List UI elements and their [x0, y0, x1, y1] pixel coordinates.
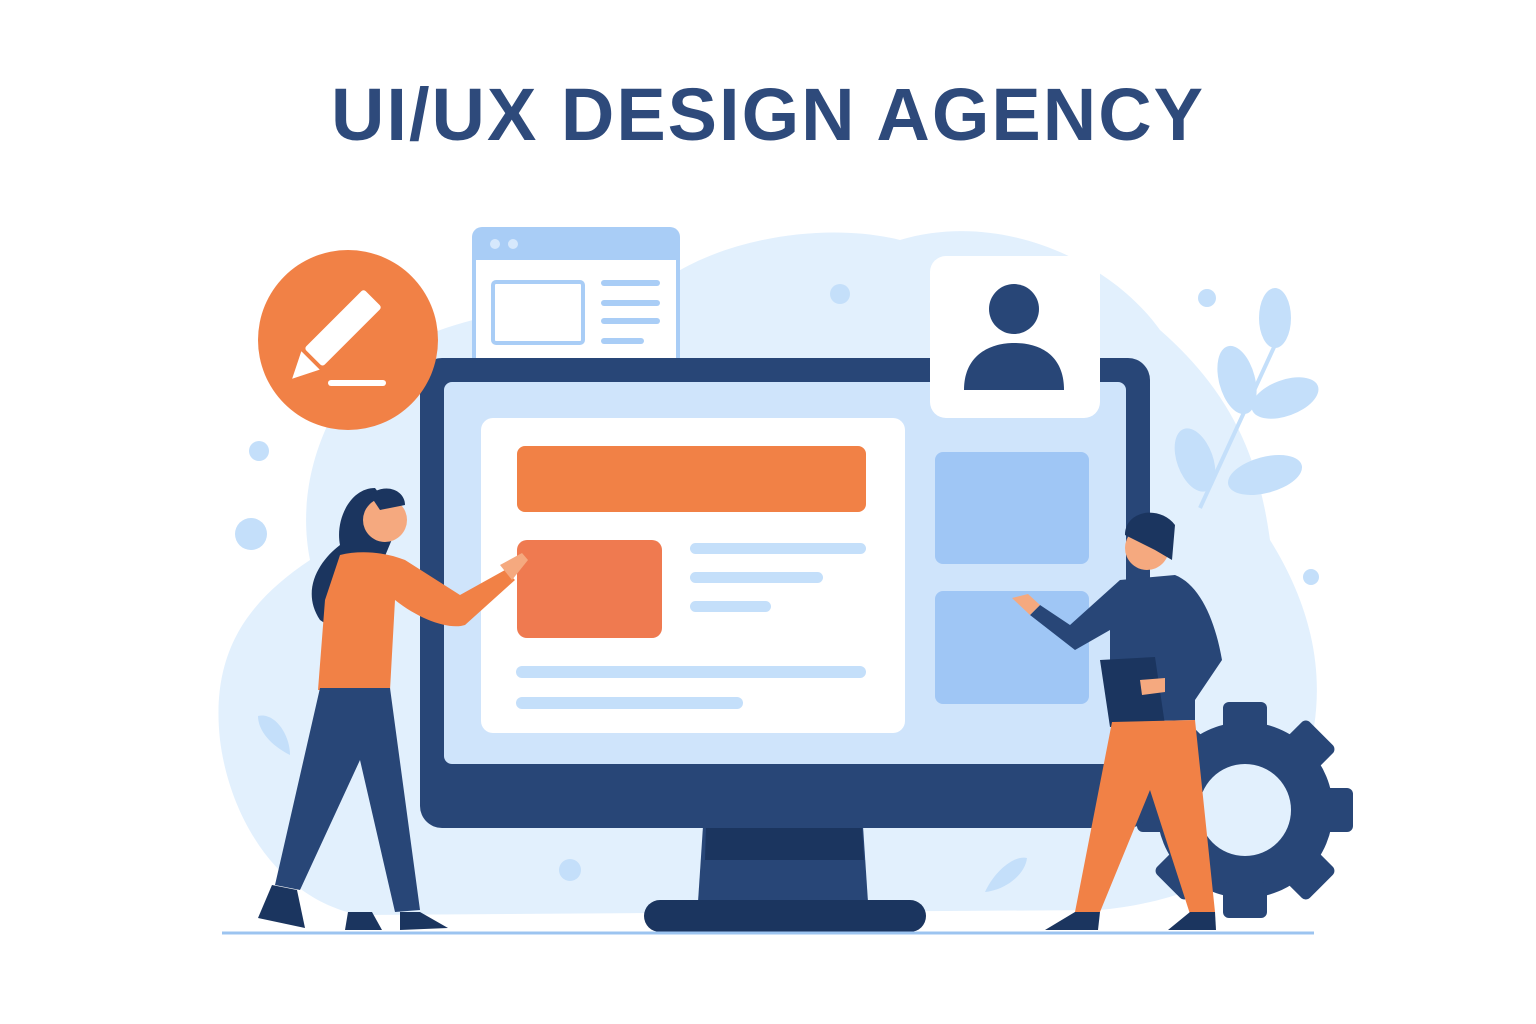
- header-bar: [517, 446, 866, 512]
- man-figure: [1012, 512, 1222, 930]
- image-card: [517, 540, 662, 638]
- page-title: UI/UX DESIGN AGENCY: [330, 73, 1206, 156]
- monitor: [420, 358, 1150, 932]
- user-icon: [930, 256, 1100, 418]
- side-card: [935, 452, 1089, 564]
- woman-figure: [258, 488, 528, 930]
- leaf-branch-icon: [1174, 288, 1319, 509]
- decorative-dots: [235, 284, 1319, 881]
- pencil-icon: [258, 250, 438, 430]
- side-card: [935, 591, 1089, 704]
- leaf-icon: [258, 715, 1027, 892]
- browser-window-icon: [472, 227, 680, 370]
